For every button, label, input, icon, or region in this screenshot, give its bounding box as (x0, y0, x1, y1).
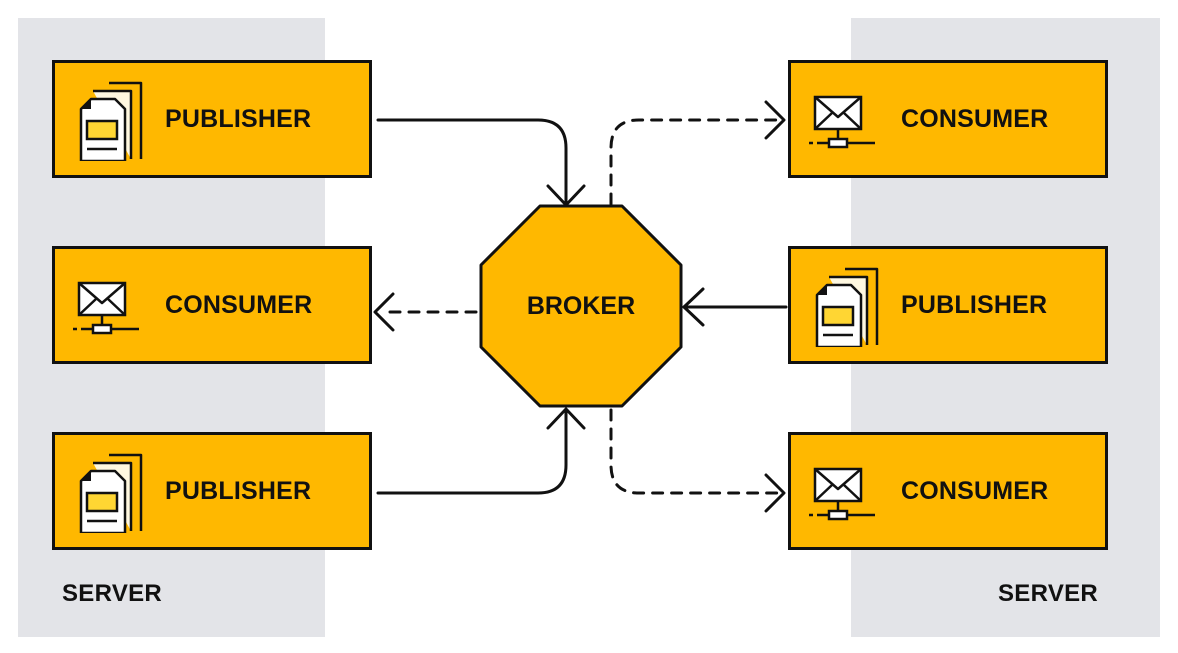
document-icon (815, 267, 879, 347)
document-icon (79, 81, 143, 161)
envelope-network-icon (73, 281, 139, 335)
publisher-label: PUBLISHER (901, 291, 1048, 319)
document-icon (79, 453, 143, 533)
consumer-label: CONSUMER (165, 291, 313, 319)
publisher-node-left-2: PUBLISHER (52, 432, 372, 550)
envelope-network-icon (809, 467, 875, 521)
arrowhead-publisher-2 (546, 407, 586, 430)
server-label-left: SERVER (62, 580, 163, 607)
broker-octagon (479, 204, 683, 408)
publisher-node-right: PUBLISHER (788, 246, 1108, 364)
arrow-publisher-2-to-broker (376, 408, 568, 495)
broker-label: BROKER (526, 291, 636, 320)
consumer-label: CONSUMER (901, 105, 1049, 133)
publisher-label: PUBLISHER (165, 105, 312, 133)
publisher-node-left-1: PUBLISHER (52, 60, 372, 178)
consumer-label: CONSUMER (901, 477, 1049, 505)
arrowhead-consumer-left (373, 292, 395, 332)
arrowhead-consumer-right-1 (764, 100, 786, 140)
server-label-right: SERVER (998, 580, 1099, 607)
publisher-label: PUBLISHER (165, 477, 312, 505)
arrow-broker-to-consumer-right-1 (609, 118, 782, 206)
arrow-broker-to-consumer-right-2 (609, 408, 782, 495)
arrowhead-consumer-right-2 (764, 473, 786, 513)
envelope-network-icon (809, 95, 875, 149)
consumer-node-left: CONSUMER (52, 246, 372, 364)
consumer-node-right-1: CONSUMER (788, 60, 1108, 178)
consumer-node-right-2: CONSUMER (788, 432, 1108, 550)
arrow-publisher-1-to-broker (376, 118, 568, 206)
arrowhead-publisher-right (682, 287, 705, 327)
